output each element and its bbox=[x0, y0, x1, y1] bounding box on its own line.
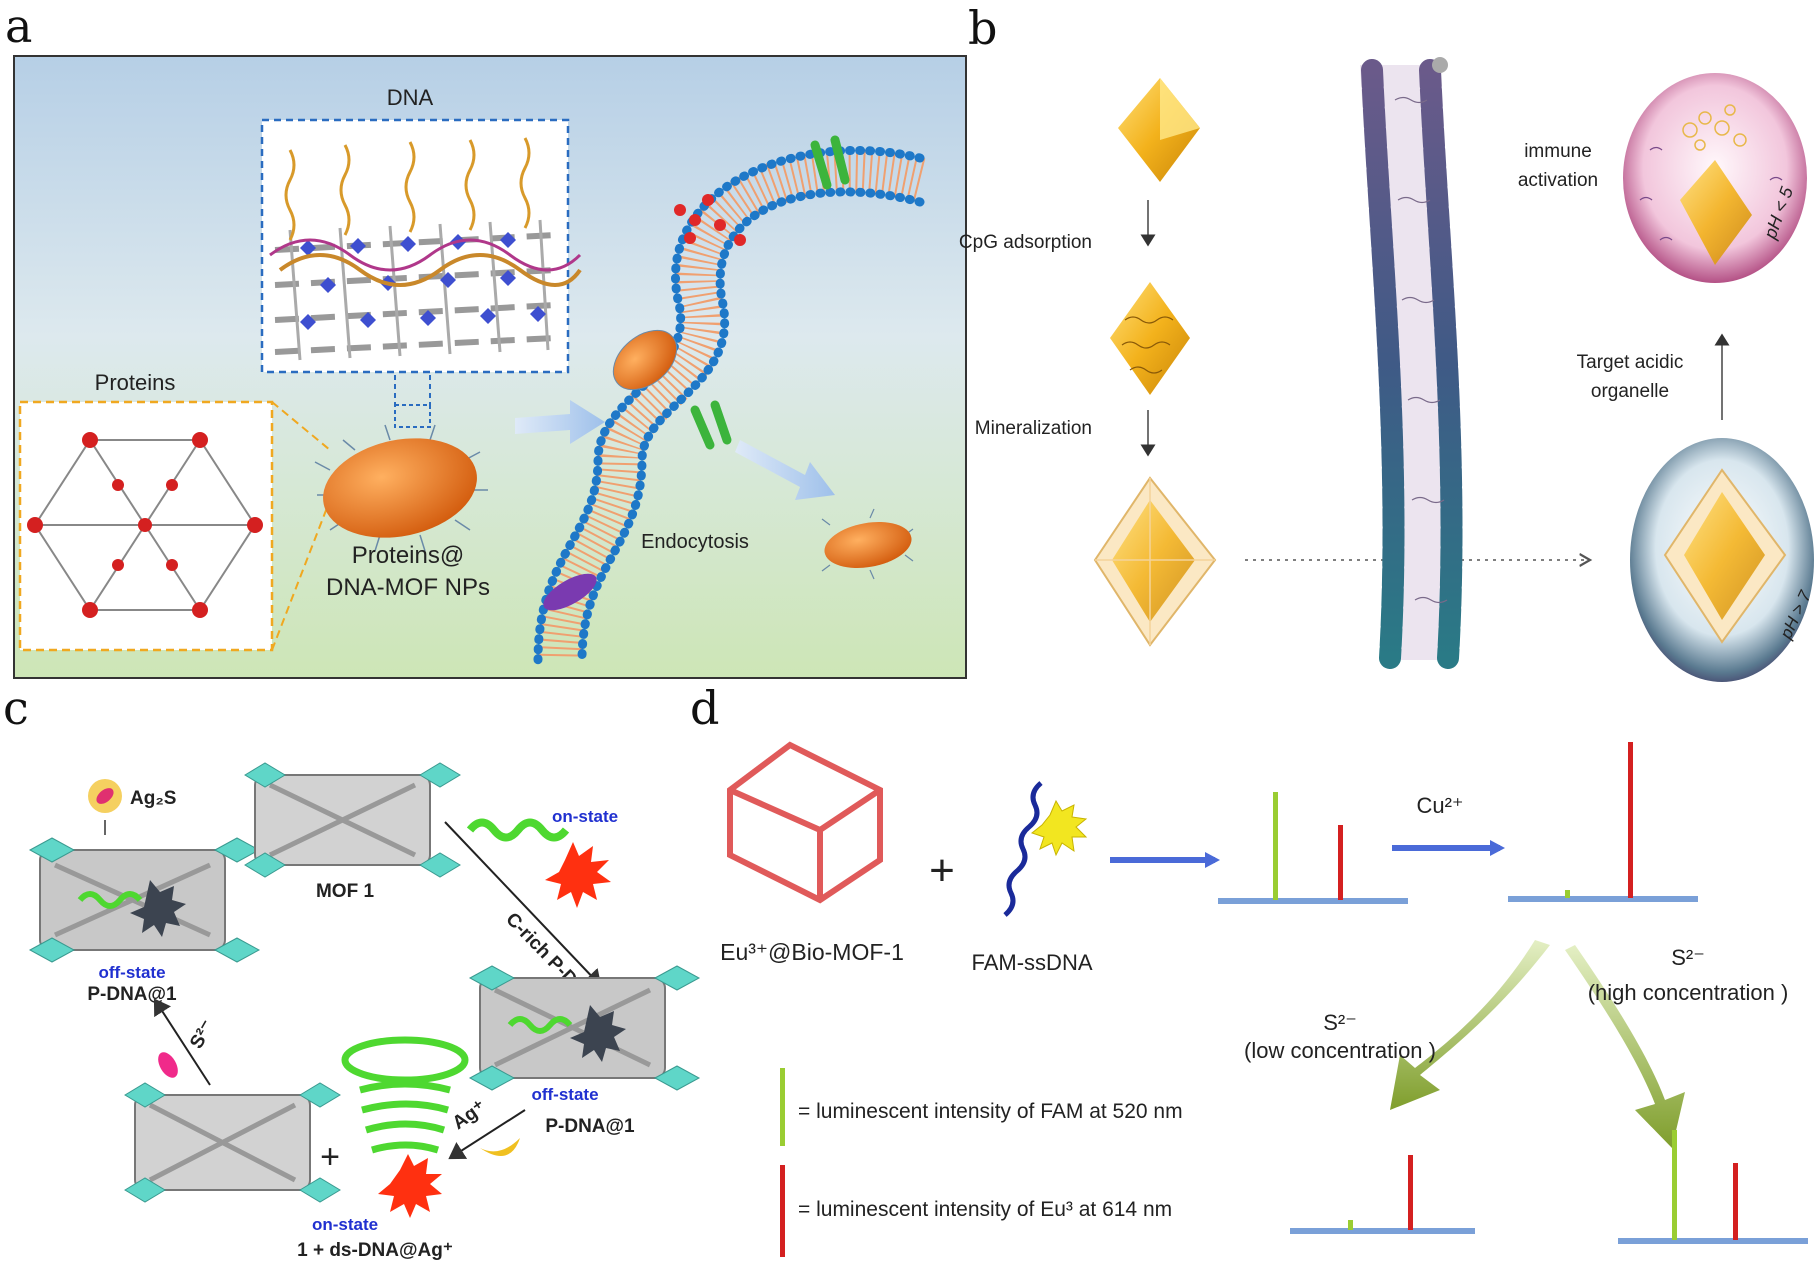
np-label-line1: Proteins@ bbox=[352, 542, 464, 569]
mof-label: Eu³⁺@Bio-MOF-1 bbox=[720, 939, 904, 965]
ag-moon bbox=[480, 1138, 520, 1156]
panel-a-label: a bbox=[5, 0, 32, 53]
membrane-protein bbox=[543, 573, 597, 611]
spectrum-2-eu-bar bbox=[1628, 742, 1633, 898]
dna-strands bbox=[269, 137, 582, 287]
ds-dna-label: 1 + ds-DNA@Ag⁺ bbox=[297, 1240, 453, 1261]
target-label-line1: Target acidic bbox=[1577, 352, 1684, 373]
spectrum-4-fam-bar bbox=[1672, 1130, 1677, 1240]
cu-label: Cu²⁺ bbox=[1416, 793, 1463, 818]
octahedron-plain bbox=[1118, 78, 1200, 182]
proteins-dna-mof-nanoparticle bbox=[314, 424, 488, 552]
spectrum-2-fam-bar bbox=[1565, 890, 1570, 898]
spectrum-1-eu-bar bbox=[1338, 825, 1343, 900]
spectrum-3-fam-bar bbox=[1348, 1220, 1353, 1230]
legend-eu-text: = luminescent intensity of Eu³ at 614 nm bbox=[798, 1198, 1172, 1221]
panel-c-label: c bbox=[3, 681, 29, 735]
on-state-label-1: on-state bbox=[552, 807, 618, 826]
proteins-label: Proteins bbox=[95, 370, 176, 395]
high-conc-label: (high concentration ) bbox=[1588, 980, 1789, 1005]
legend-eu-swatch bbox=[780, 1165, 785, 1257]
internalized-nanoparticle bbox=[821, 508, 914, 580]
cpg-adsorption-label: CpG adsorption bbox=[959, 232, 1092, 253]
on-state-label-2: on-state bbox=[312, 1215, 378, 1234]
target-label-line2: organelle bbox=[1591, 381, 1669, 402]
green-arrow-low bbox=[1390, 940, 1550, 1110]
legend: = luminescent intensity of FAM at 520 nm… bbox=[780, 1068, 1183, 1257]
plus-d: + bbox=[929, 846, 955, 895]
mof1-label: MOF 1 bbox=[316, 881, 374, 902]
on-state-burst-1 bbox=[545, 842, 611, 908]
mof-cube bbox=[727, 741, 883, 904]
mineralization-label: Mineralization bbox=[975, 418, 1092, 439]
low-conc-label: (low concentration ) bbox=[1244, 1038, 1436, 1063]
entering-nanoparticle bbox=[612, 329, 678, 391]
panel-d: d Eu³⁺@Bio-MOF-1 + FAM-ssDNA Cu²⁺ bbox=[690, 681, 1808, 1257]
panel-b: b CpG adsorption Mineralization bbox=[959, 1, 1815, 682]
fam-ssdna bbox=[1003, 781, 1088, 917]
spectrum-1-fam-bar bbox=[1273, 792, 1278, 900]
panel-c: c Ag₂S off-state P-DNA@1 MOF 1 on-state bbox=[3, 681, 701, 1261]
octahedron-cpg bbox=[1110, 282, 1190, 395]
off-state-label-2: off-state bbox=[531, 1085, 598, 1104]
c-rich-arrow bbox=[444, 821, 602, 987]
pdna1-label-1: P-DNA@1 bbox=[87, 984, 177, 1005]
green-arrow-high bbox=[1565, 945, 1685, 1148]
legend-fam-swatch bbox=[780, 1068, 785, 1146]
panel-b-label: b bbox=[968, 1, 997, 55]
endocytosis-arrow bbox=[735, 440, 835, 500]
spectrum-3 bbox=[1290, 1155, 1475, 1234]
spectrum-1 bbox=[1218, 792, 1408, 904]
s2-high-label: S²⁻ bbox=[1671, 945, 1705, 970]
panel-d-label: d bbox=[690, 681, 719, 735]
s2-arrow bbox=[153, 998, 211, 1086]
dna-label: DNA bbox=[387, 85, 434, 110]
acidic-organelle: pH < 5 bbox=[1623, 73, 1807, 283]
protein-clusters bbox=[27, 432, 263, 618]
s2-ion bbox=[158, 1052, 178, 1078]
legend-fam-text: = luminescent intensity of FAM at 520 nm bbox=[798, 1100, 1183, 1123]
ds-dna-ag bbox=[341, 1036, 469, 1218]
np-label-line2: DNA-MOF NPs bbox=[326, 574, 490, 601]
ag2s-particle bbox=[88, 779, 122, 813]
octahedron-mineralized bbox=[1093, 476, 1217, 647]
fam-label: FAM-ssDNA bbox=[972, 950, 1093, 975]
spectrum-2 bbox=[1508, 742, 1698, 902]
membrane-tower bbox=[1360, 57, 1463, 669]
ag-plus-label: Ag⁺ bbox=[449, 1097, 490, 1134]
mof-lattice bbox=[274, 219, 556, 361]
neutral-organelle: pH > 7 bbox=[1630, 438, 1815, 682]
plus-c: + bbox=[320, 1138, 340, 1176]
pdna1-label-2: P-DNA@1 bbox=[545, 1116, 635, 1137]
s2-label-c: S²⁻ bbox=[186, 1017, 219, 1053]
endocytosis-label: Endocytosis bbox=[641, 531, 749, 553]
panel-a: a DNA Proteins bbox=[5, 0, 967, 679]
immune-label-line2: activation bbox=[1518, 170, 1598, 191]
receptor-green bbox=[690, 135, 850, 450]
mof-pdna-off-topleft bbox=[28, 837, 261, 963]
ag-arrow bbox=[448, 1109, 526, 1160]
mof-1 bbox=[244, 762, 461, 878]
pdna-strand bbox=[466, 818, 570, 842]
spectrum-4 bbox=[1618, 1130, 1808, 1244]
ligand-molecules bbox=[674, 194, 746, 246]
mof-pdna-off-right bbox=[468, 965, 701, 1091]
s2-low-label: S²⁻ bbox=[1323, 1010, 1357, 1035]
immune-label-line1: immune bbox=[1524, 141, 1592, 162]
spectrum-4-eu-bar bbox=[1733, 1163, 1738, 1240]
ag2s-label: Ag₂S bbox=[130, 788, 176, 809]
mof-bottom bbox=[124, 1082, 341, 1203]
off-state-label-1: off-state bbox=[98, 963, 165, 982]
spectrum-3-eu-bar bbox=[1408, 1155, 1413, 1230]
uptake-arrow bbox=[515, 400, 605, 444]
